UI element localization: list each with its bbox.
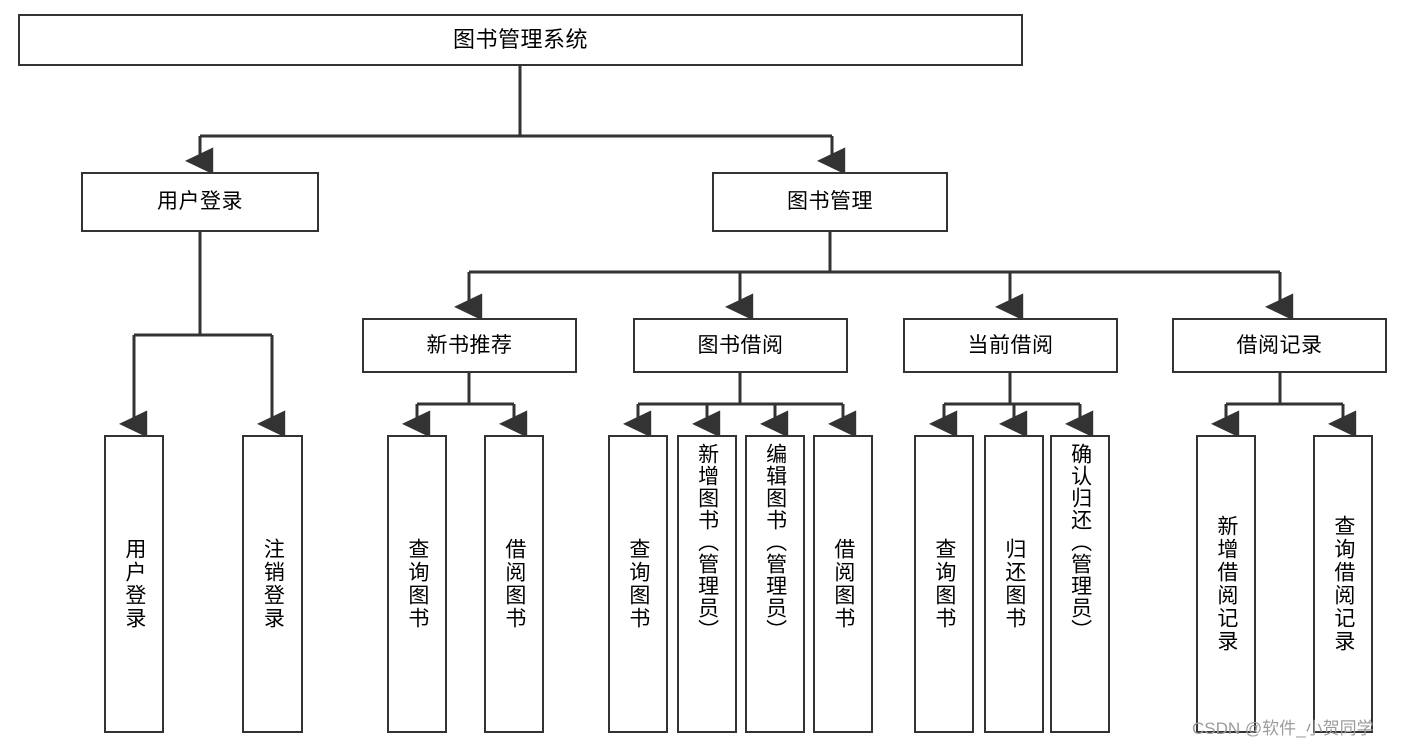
node-label: 确认归还（管理员） [1068,443,1092,641]
node-label: 用户登录 [157,190,243,214]
node-label: 编辑图书（管理员） [763,443,787,641]
node-label: 查询借阅记录 [1331,515,1355,653]
node-book-manage[interactable]: 图书管理 [712,172,948,232]
node-label: 借阅记录 [1236,333,1323,357]
node-leaf-add-book-admin[interactable]: 新增图书（管理员） [677,435,737,733]
node-label: 图书管理系统 [452,26,588,52]
node-leaf-query-book-current[interactable]: 查询图书 [914,435,974,733]
node-new-book-recommend[interactable]: 新书推荐 [362,318,577,373]
node-leaf-query-book-recommend[interactable]: 查询图书 [387,435,447,733]
node-book-borrow[interactable]: 图书借阅 [633,318,848,373]
node-leaf-borrow-book-recommend[interactable]: 借阅图书 [484,435,544,733]
node-borrow-record[interactable]: 借阅记录 [1172,318,1387,373]
watermark: CSDN @软件_小贺同学 [1192,719,1374,738]
node-leaf-query-book-borrow[interactable]: 查询图书 [608,435,668,733]
node-root-book-management-system[interactable]: 图书管理系统 [18,14,1023,66]
node-leaf-borrow-book-borrow[interactable]: 借阅图书 [813,435,873,733]
node-label: 查询图书 [405,538,429,630]
node-user-login[interactable]: 用户登录 [81,172,319,232]
node-leaf-add-borrow-record[interactable]: 新增借阅记录 [1196,435,1256,733]
node-label: 借阅图书 [831,538,855,630]
node-label: 新增借阅记录 [1214,515,1238,653]
node-label: 注销登录 [261,538,285,630]
node-leaf-return-book[interactable]: 归还图书 [984,435,1044,733]
node-label: 借阅图书 [502,538,526,630]
node-leaf-logout[interactable]: 注销登录 [242,435,303,733]
node-leaf-user-login[interactable]: 用户登录 [104,435,164,733]
node-label: 图书借阅 [697,333,784,357]
node-label: 归还图书 [1002,538,1026,630]
node-label: 用户登录 [122,538,146,630]
node-leaf-edit-book-admin[interactable]: 编辑图书（管理员） [745,435,805,733]
node-label: 新增图书（管理员） [695,443,719,641]
node-label: 图书管理 [787,190,873,214]
node-leaf-query-borrow-record[interactable]: 查询借阅记录 [1313,435,1373,733]
node-current-borrow[interactable]: 当前借阅 [903,318,1118,373]
node-label: 当前借阅 [967,333,1054,357]
node-label: 查询图书 [626,538,650,630]
node-leaf-confirm-return-admin[interactable]: 确认归还（管理员） [1050,435,1110,733]
node-label: 新书推荐 [426,333,513,357]
node-label: 查询图书 [932,538,956,630]
